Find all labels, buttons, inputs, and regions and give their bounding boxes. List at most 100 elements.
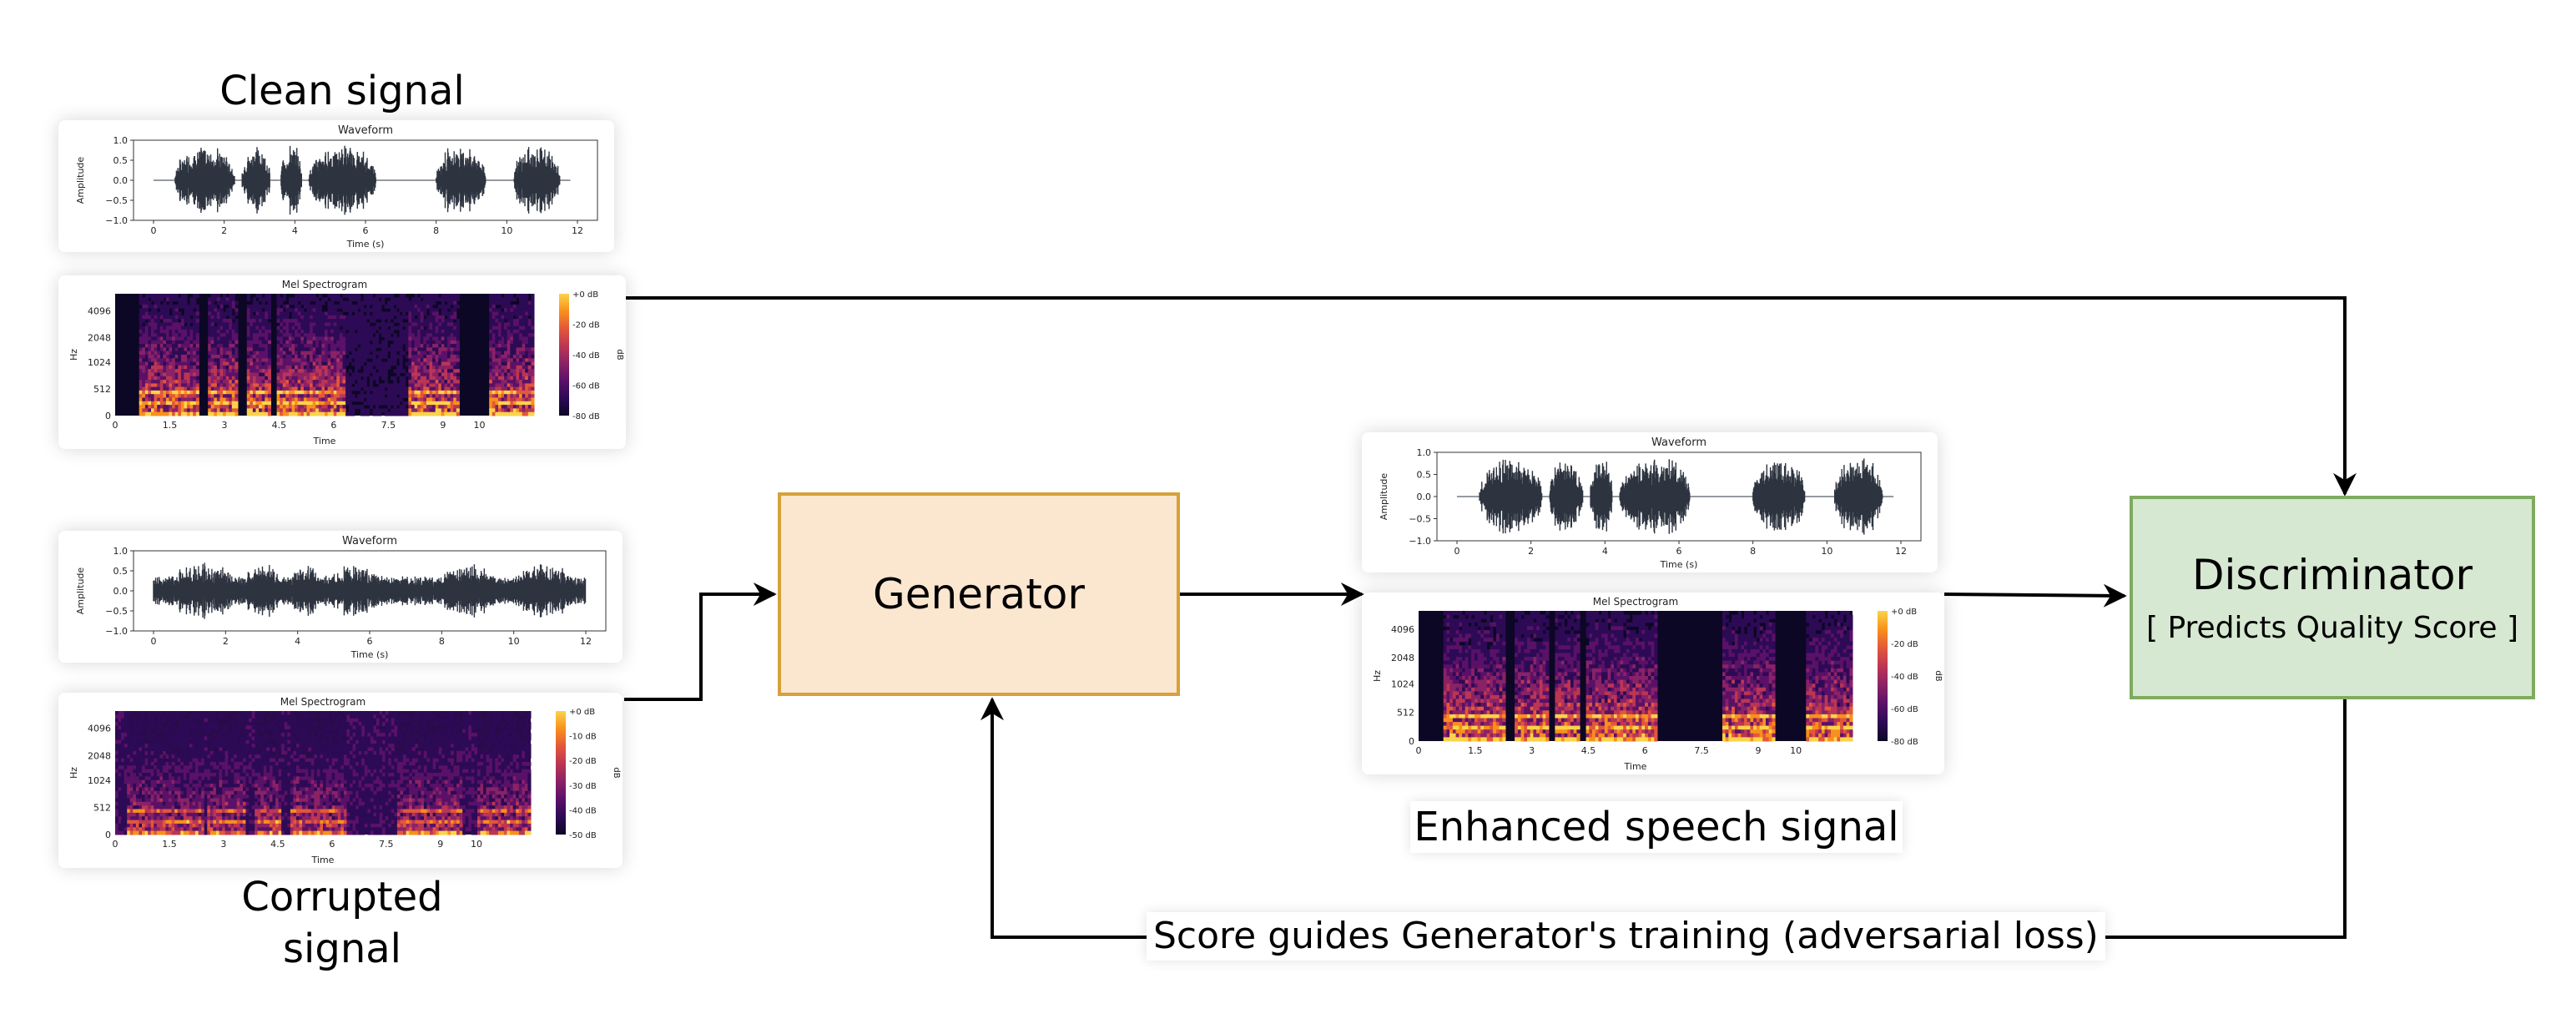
spectrogram-cell bbox=[363, 344, 367, 348]
spectrogram-cell bbox=[166, 340, 170, 345]
spectrogram-cell bbox=[210, 304, 214, 309]
spectrogram-cell bbox=[522, 319, 526, 323]
spectrogram-cell bbox=[234, 408, 239, 413]
spectrogram-cell bbox=[423, 365, 427, 370]
waveform-y-tick-label: 0.5 bbox=[113, 155, 129, 166]
spectrogram-cell bbox=[231, 361, 235, 366]
spectrogram-cell bbox=[342, 394, 346, 398]
spectrogram-cell bbox=[381, 383, 386, 388]
spectrogram-cell bbox=[204, 739, 208, 744]
spectrogram-cell bbox=[148, 809, 152, 814]
spectrogram-cell bbox=[295, 365, 299, 370]
spectrogram-cell bbox=[222, 776, 226, 781]
spectrogram-cell bbox=[169, 300, 173, 305]
spectrogram-cell bbox=[426, 411, 430, 416]
spectrogram-cell bbox=[186, 812, 190, 817]
spectrogram-cell bbox=[348, 304, 352, 309]
spectrogram-cell bbox=[295, 347, 299, 352]
spectrogram-cell bbox=[267, 376, 271, 381]
spectrogram-cell bbox=[327, 311, 331, 316]
spectrogram-cell bbox=[399, 369, 403, 373]
spectrogram-cell bbox=[310, 304, 314, 309]
spectrogram-cell bbox=[325, 397, 329, 402]
spectrogram-cell bbox=[193, 380, 197, 384]
spectrogram-cell bbox=[213, 816, 217, 821]
spectrogram-cell bbox=[384, 376, 388, 381]
spectrogram-cell bbox=[366, 308, 371, 312]
spectrogram-cell bbox=[189, 340, 194, 345]
spectrogram-cell bbox=[246, 394, 250, 398]
spectrogram-cell bbox=[531, 365, 535, 370]
spectrogram-cell bbox=[376, 297, 380, 302]
spectrogram-cell bbox=[183, 827, 187, 832]
spectrogram-cell bbox=[255, 322, 260, 327]
spectrogram-cell bbox=[193, 344, 197, 348]
spectrogram-cell bbox=[354, 340, 358, 345]
spectrogram-cell bbox=[156, 761, 160, 766]
spectrogram-cell bbox=[306, 358, 310, 363]
spectrogram-cell bbox=[236, 779, 240, 784]
spectrogram-cell bbox=[265, 333, 269, 337]
spectrogram-cell bbox=[195, 294, 199, 298]
spectrogram-cell bbox=[154, 779, 158, 784]
spectrogram-cell bbox=[429, 300, 433, 305]
spectrogram-cell bbox=[243, 718, 247, 723]
spectrogram-cell bbox=[229, 325, 233, 330]
spectrogram-cell bbox=[198, 779, 202, 784]
spectrogram-cell bbox=[208, 308, 212, 312]
spectrogram-cell bbox=[399, 315, 403, 320]
spectrogram-cell bbox=[354, 397, 358, 402]
spectrogram-cell bbox=[369, 361, 373, 366]
spectrogram-cell bbox=[381, 344, 386, 348]
spectrogram-cell bbox=[354, 311, 358, 316]
spectrogram-cell bbox=[204, 729, 208, 734]
spectrogram-cell bbox=[151, 394, 155, 398]
spectrogram-cell bbox=[321, 311, 325, 316]
spectrogram-cell bbox=[456, 297, 460, 302]
spectrogram-cell bbox=[501, 361, 505, 366]
spectrogram-cell bbox=[512, 297, 517, 302]
spectrogram-cell bbox=[252, 325, 256, 330]
spectrogram-cell bbox=[348, 408, 352, 413]
spectrogram-cell bbox=[504, 333, 508, 337]
spectrogram-cell bbox=[495, 383, 499, 388]
spectrogram-cell bbox=[219, 329, 224, 334]
spectrogram-cell bbox=[522, 405, 526, 409]
spectrogram-cell bbox=[223, 319, 227, 323]
spectrogram-cell bbox=[315, 308, 320, 312]
spectrogram-cell bbox=[229, 397, 233, 402]
spectrogram-cell bbox=[127, 823, 131, 828]
spectrogram-cell bbox=[209, 794, 214, 799]
spectrogram-cell bbox=[295, 386, 299, 391]
spectrogram-cell bbox=[229, 401, 233, 406]
spectrogram-cell bbox=[525, 365, 529, 370]
spectrogram-cell bbox=[333, 322, 337, 327]
spectrogram-cell bbox=[142, 798, 146, 803]
spectrogram-cell bbox=[312, 372, 316, 377]
spectrogram-cell bbox=[417, 376, 421, 381]
spectrogram-cell bbox=[234, 361, 239, 366]
spectrogram-cell bbox=[426, 376, 430, 381]
spectrogram-cell bbox=[336, 372, 340, 377]
spectrogram-cell bbox=[162, 784, 166, 788]
spectrogram-cell bbox=[363, 333, 367, 337]
spectrogram-cell bbox=[336, 380, 340, 384]
spectrogram-cell bbox=[369, 369, 373, 373]
spectrogram-cell bbox=[291, 319, 295, 323]
spectrogram-cell bbox=[453, 380, 457, 384]
spectrogram-cell bbox=[315, 304, 320, 309]
spectrogram-image bbox=[115, 711, 532, 835]
spectrogram-cell bbox=[399, 344, 403, 348]
spectrogram-cell bbox=[178, 383, 182, 388]
spectrogram-cell bbox=[531, 340, 535, 345]
spectrogram-cell bbox=[282, 351, 286, 356]
spectrogram-cell bbox=[378, 322, 382, 327]
spectrogram-cell bbox=[154, 820, 158, 825]
spectrogram-cell bbox=[372, 397, 376, 402]
spectrogram-cell bbox=[162, 830, 166, 835]
spectrogram-cell bbox=[187, 383, 191, 388]
spectrogram-cell bbox=[124, 761, 128, 766]
spectrogram-cell bbox=[411, 351, 416, 356]
spectrogram-cell bbox=[192, 784, 196, 788]
